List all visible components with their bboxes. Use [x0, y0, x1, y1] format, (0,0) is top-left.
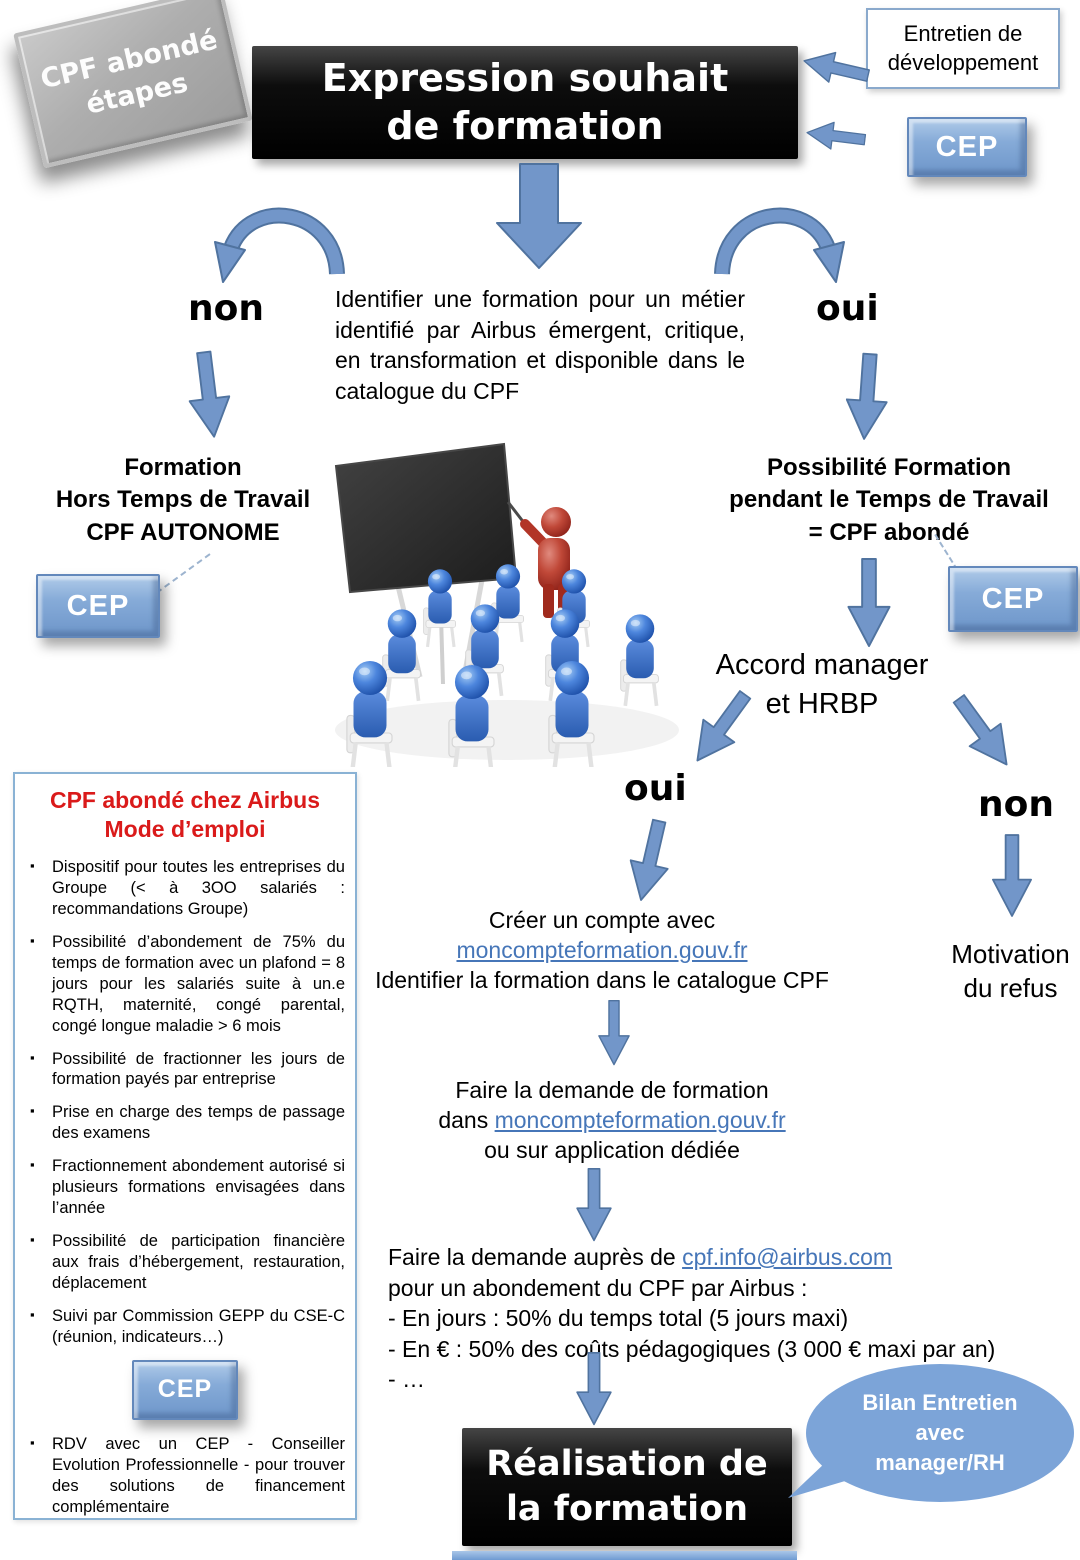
sidebar-bullet-1: Dispositif pour toutes les entreprises d…: [27, 857, 345, 920]
step-request-line1: Faire la demande de formation: [455, 1077, 769, 1103]
label-non-top: non: [188, 288, 264, 329]
sidebar-title-line1: CPF abondé chez Airbus: [49, 787, 321, 813]
link-moncompteformation-1[interactable]: moncompteformation.gouv.fr: [456, 936, 748, 963]
left-branch-line2: Hors Temps de Travail: [55, 486, 311, 514]
final-line1: Réalisation de: [486, 1443, 768, 1484]
sidebar-mode-emploi: CPF abondé chez Airbus Mode d’emploi Dis…: [13, 772, 357, 1520]
left-branch-line1: Formation: [124, 454, 242, 481]
step-email-line3: - En jours : 50% du temps total (5 jours…: [388, 1305, 849, 1332]
step-email-line2: pour un abondement du CPF par Airbus :: [388, 1274, 808, 1301]
arrow-entretien-to-title-icon: [800, 45, 873, 92]
link-moncompteformation-2[interactable]: moncompteformation.gouv.fr: [494, 1106, 786, 1133]
step-email-line4: - En € : 50% des coûts pédagogiques (3 0…: [388, 1335, 996, 1362]
right-branch-line2: pendant le Temps de Travail: [729, 486, 1049, 514]
arrow-cep-to-title-icon: [804, 118, 868, 154]
sidebar-title: CPF abondé chez Airbus Mode d’emploi: [21, 786, 349, 845]
step-create-line1: Créer un compte avec: [488, 907, 716, 933]
link-cpf-info-airbus[interactable]: cpf.info@airbus.com: [682, 1244, 893, 1270]
step-email-line5: - …: [388, 1366, 426, 1393]
title-line1: Expression souhait: [321, 56, 729, 100]
arrow-accord-non-icon: [942, 686, 1024, 777]
final-box-realisation: Réalisation de la formation: [462, 1428, 792, 1546]
accord-line1: Accord manager: [715, 649, 929, 681]
sidebar-title-line2: Mode d’emploi: [104, 816, 266, 843]
entretien-line2: développement: [887, 49, 1039, 75]
sidebar-bullet-3: Possibilité de fractionner les jours de …: [27, 1049, 345, 1091]
step-request-line3: ou sur application dédiée: [484, 1136, 740, 1163]
title-line2: de formation: [386, 103, 664, 148]
bottom-blue-strip: [452, 1551, 797, 1560]
stamp-cpf-abonde-etapes: CPF abondé étapes: [13, 0, 253, 169]
arrow-oui2-down-icon: [621, 815, 679, 906]
right-branch-label: Possibilité Formation pendant le Temps d…: [706, 452, 1072, 549]
arrow-non-down-icon: [182, 348, 235, 441]
final-line2: la formation: [505, 1489, 749, 1529]
cep-button-right: CEP: [948, 566, 1078, 632]
cep-button-sidebar: CEP: [132, 1359, 238, 1420]
sidebar-bullet-6: Possibilité de participation financière …: [27, 1231, 345, 1294]
entretien-developpement-box: Entretien de développement: [866, 8, 1060, 89]
sidebar-bullet-5: Fractionnement abondement autorisé si pl…: [27, 1156, 345, 1219]
step-email-line1-prefix: Faire la demande auprès de: [388, 1244, 683, 1270]
label-oui-top: oui: [816, 288, 879, 329]
sidebar-bullet-list: Dispositif pour toutes les entreprises d…: [27, 857, 345, 1348]
step-create-account: Créer un compte avec moncompteformation.…: [332, 906, 872, 996]
sidebar-bullet-2: Possibilité d’abondement de 75% du temps…: [27, 932, 345, 1037]
arrow-non2-down-icon: [992, 834, 1032, 917]
left-branch-line3: CPF AUTONOME: [86, 518, 280, 546]
classroom-illustration: [334, 442, 679, 767]
step-request-formation: Faire la demande de formation dans monco…: [362, 1076, 862, 1166]
cep-top-label: CEP: [935, 130, 999, 163]
cep-button-left: CEP: [36, 574, 160, 638]
left-branch-label: Formation Hors Temps de Travail CPF AUTO…: [18, 452, 348, 549]
arrow-step2-down-icon: [576, 1168, 612, 1242]
bubble-line3: manager/RH: [875, 1449, 1005, 1475]
bubble-line2: avec: [915, 1420, 965, 1446]
arrow-right-branch-down-icon: [847, 558, 891, 648]
label-oui-accord: oui: [624, 768, 687, 809]
step-create-line3: Identifier la formation dans le catalogu…: [375, 966, 829, 993]
refusal-line2: du refus: [963, 972, 1058, 1003]
step-request-line2-prefix: dans: [438, 1106, 495, 1133]
sidebar-bullet-7: Suivi par Commission GEPP du CSE-C (réun…: [27, 1306, 345, 1348]
refusal-line1: Motivation: [951, 939, 1070, 969]
arrow-curve-left-icon: [214, 207, 345, 283]
right-branch-line3: = CPF abondé: [808, 518, 970, 546]
question-text: Identifier une formation pour un métier …: [335, 286, 745, 404]
accord-manager-label: Accord manager et HRBP: [692, 646, 952, 724]
step-email-abondement: Faire la demande auprès de cpf.info@airb…: [388, 1242, 1058, 1395]
title-box-expression-souhait: Expression souhait de formation: [252, 46, 798, 159]
cep-sidebar-label: CEP: [157, 1375, 213, 1404]
sidebar-bullet-rdv-cep: RDV avec un CEP - Conseiller Evolution P…: [27, 1434, 345, 1518]
arrow-step1-down-icon: [597, 1000, 631, 1066]
cep-button-top: CEP: [907, 117, 1027, 177]
bubble-line1: Bilan Entretien: [862, 1390, 1018, 1416]
cep-right-label: CEP: [981, 582, 1045, 615]
label-non-accord: non: [978, 784, 1054, 825]
arrow-step3-down-icon: [576, 1352, 612, 1426]
arrow-oui-down-icon: [843, 351, 891, 442]
cep-left-label: CEP: [66, 589, 130, 622]
bilan-entretien-bubble: Bilan Entretien avec manager/RH: [806, 1364, 1074, 1502]
sidebar-bullet-list-after-cep: RDV avec un CEP - Conseiller Evolution P…: [27, 1434, 345, 1518]
right-branch-line1: Possibilité Formation: [766, 454, 1012, 481]
dashed-connector-left: [156, 553, 211, 594]
arrow-title-down-icon: [496, 163, 582, 269]
sidebar-bullet-4: Prise en charge des temps de passage des…: [27, 1102, 345, 1144]
motivation-refus-label: Motivation du refus: [928, 938, 1080, 1006]
accord-line2: et HRBP: [765, 688, 879, 721]
arrow-curve-right-icon: [714, 207, 845, 283]
entretien-line1: Entretien de: [903, 20, 1023, 46]
